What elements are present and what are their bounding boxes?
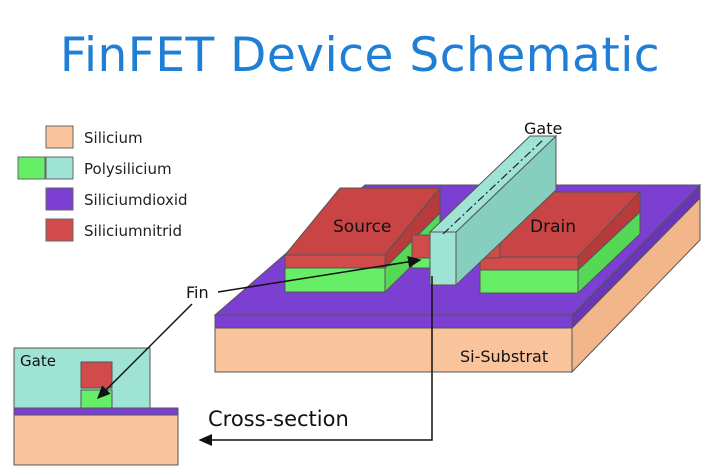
fin-arrow-3d [217, 255, 422, 293]
legend-label-siliciumnitrid: Siliciumnitrid [84, 222, 182, 240]
gate-top [428, 135, 558, 233]
cross-oxide [13, 407, 179, 416]
cross-section [13, 347, 179, 466]
fin-arrow-cross [96, 303, 193, 400]
label-cross-gate: Gate [20, 352, 56, 370]
legend-label-siliciumdioxid: Siliciumdioxid [84, 191, 188, 209]
legend-label-polysilicium: Polysilicium [84, 160, 172, 178]
label-cross-section: Cross-section [208, 407, 349, 431]
label-substrate: Si-Substrat [460, 347, 548, 366]
legend-label-silicium: Silicium [84, 129, 143, 147]
legend: Silicium Polysilicium Siliciumdioxid Sil… [17, 125, 188, 242]
legend-swatch-siliciumdioxid [45, 187, 74, 211]
drain-block [478, 190, 642, 295]
label-source: Source [333, 217, 391, 237]
gate-3d [428, 134, 558, 287]
gate-front [429, 231, 457, 286]
cross-nitride [80, 361, 113, 389]
cross-section-arrow [198, 276, 433, 446]
label-drain: Drain [530, 217, 576, 237]
legend-swatch-polysilicium [45, 156, 74, 180]
legend-swatch-siliciumnitrid [45, 218, 74, 242]
cross-substrate [13, 414, 179, 466]
legend-swatch-polysilicium-green [17, 156, 46, 180]
gate-centerline [442, 139, 544, 235]
label-fin: Fin [186, 283, 209, 302]
legend-swatch-silicium [45, 125, 74, 149]
cross-fin [80, 389, 113, 409]
label-gate: Gate [524, 119, 562, 138]
page-title: FinFET Device Schematic [59, 28, 661, 83]
oxide-front [214, 314, 573, 329]
